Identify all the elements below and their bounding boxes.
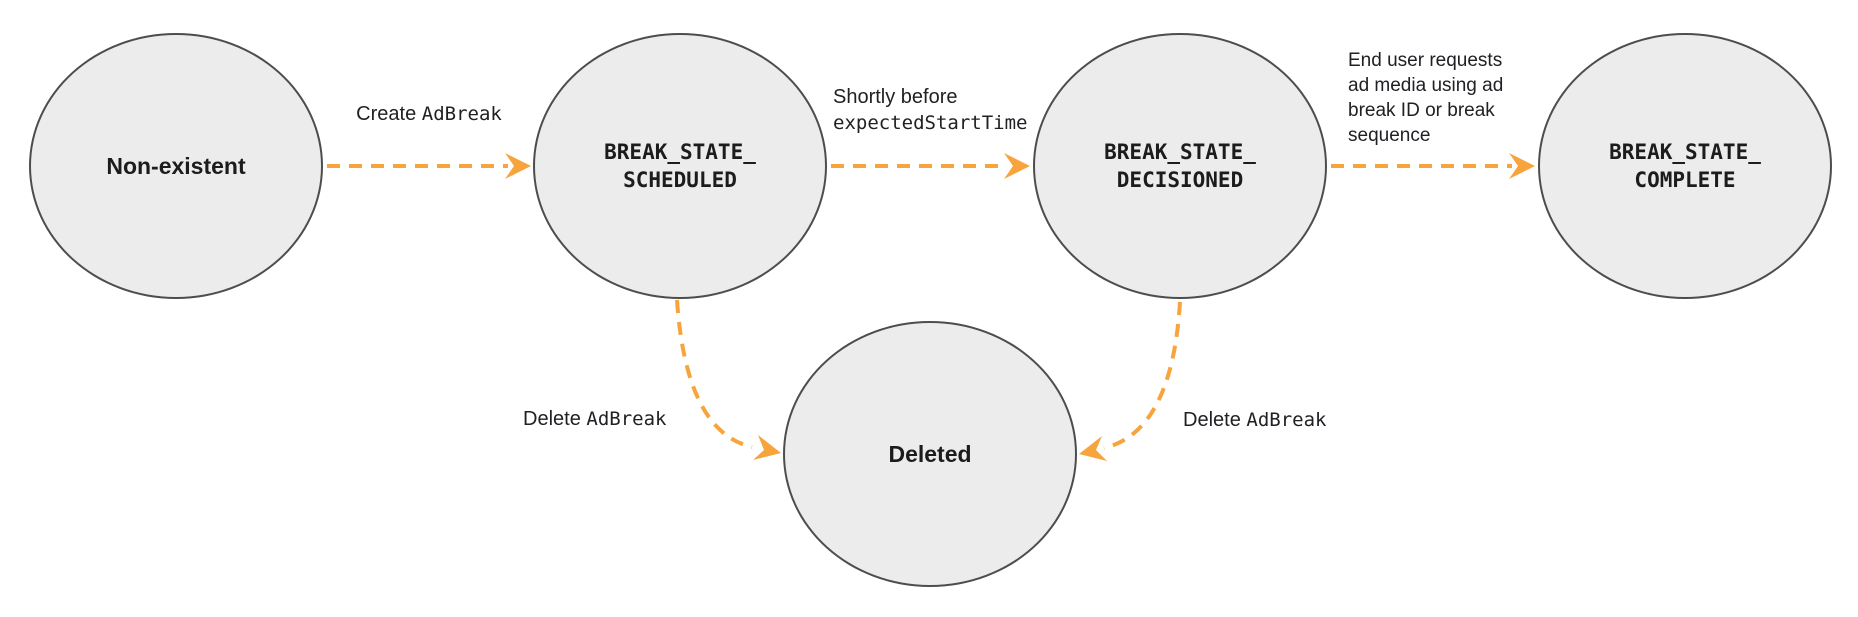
state-label: Non-existent (106, 152, 246, 179)
state-label: BREAK_STATE_COMPLETE (1609, 140, 1761, 192)
arrowhead-icon (1509, 153, 1535, 179)
state-node-non-existent: Non-existent (29, 33, 323, 299)
arrowhead-icon (753, 435, 781, 460)
arrow-delete-adbreak-left (675, 299, 781, 460)
edge-label-delete-adbreak-right: Delete AdBreak (1183, 409, 1327, 431)
arrow-shortly-before-expectedstarttime (831, 153, 1030, 179)
state-node-break-state-scheduled: BREAK_STATE_SCHEDULED (533, 33, 827, 299)
arrow-delete-adbreak-right (1079, 301, 1182, 461)
arrow-create-adbreak (327, 153, 531, 179)
arrow-end-user-requests (1331, 153, 1535, 179)
state-node-break-state-decisioned: BREAK_STATE_DECISIONED (1033, 33, 1327, 299)
state-label: BREAK_STATE_SCHEDULED (604, 140, 756, 192)
state-node-break-state-complete: BREAK_STATE_COMPLETE (1538, 33, 1832, 299)
arrowhead-icon (1004, 153, 1030, 179)
edge-label-end-user-requests: End user requests ad media using ad brea… (1348, 50, 1504, 146)
state-label: Deleted (888, 440, 972, 467)
arrowhead-icon (1079, 436, 1107, 461)
edge-label-create-adbreak: Create AdBreak (356, 103, 502, 125)
edge-label-delete-adbreak-left: Delete AdBreak (523, 408, 667, 430)
arrowhead-icon (505, 153, 531, 179)
state-node-deleted: Deleted (783, 321, 1077, 587)
state-label: BREAK_STATE_DECISIONED (1104, 140, 1256, 192)
